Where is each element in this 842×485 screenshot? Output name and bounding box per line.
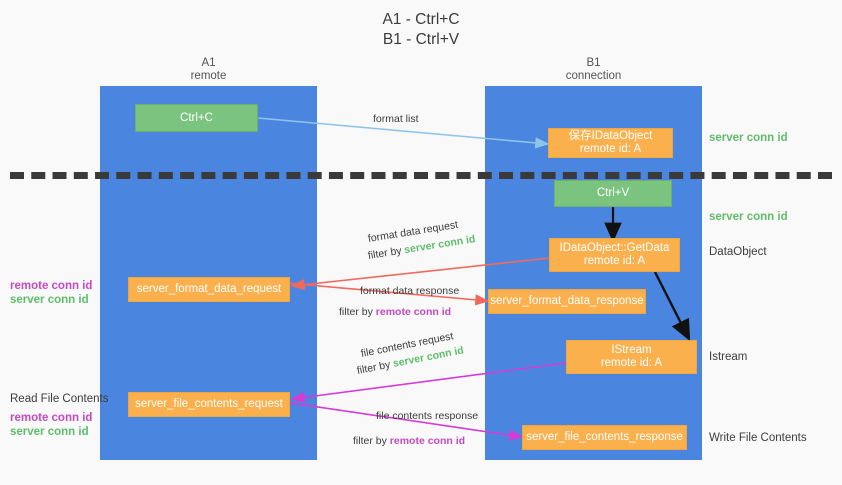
lane-header-b1-name: B1 (586, 57, 601, 69)
box-server-format-data-request-label: server_format_data_request (136, 283, 282, 295)
edge-label-file-contents-response: file contents response (376, 410, 479, 422)
label-server-conn-id-1: server conn id (10, 294, 89, 306)
phase-divider (10, 172, 832, 179)
box-idataobject-getdata[interactable]: IDataObject::GetData remote id: A (549, 238, 680, 272)
filter-prefix-2: filter by (339, 306, 376, 318)
filter-key-2: remote conn id (375, 306, 452, 318)
filter-prefix-1: filter by (367, 244, 406, 262)
page-title: A1 - Ctrl+C B1 - Ctrl+V (0, 10, 842, 50)
box-getdata-line2: remote id: A (583, 255, 646, 267)
box-istream-line1: IStream (611, 344, 652, 356)
box-server-file-contents-response-label: server_file_contents_response (526, 431, 683, 443)
box-save-idataobject-line2: remote id: A (579, 143, 642, 155)
label-read-file-contents: Read File Contents (10, 393, 109, 405)
box-server-format-data-response[interactable]: server_format_data_response (488, 289, 646, 314)
edge-label-format-list: format list (373, 113, 419, 125)
label-remote-conn-id-2: remote conn id (10, 412, 93, 424)
edge-label-format-data-response-filter: filter by remote conn id (339, 305, 451, 319)
box-istream-line2: remote id: A (600, 357, 663, 369)
label-write-file-contents: Write File Contents (709, 432, 807, 444)
title-line-1: A1 - Ctrl+C (382, 11, 460, 28)
box-getdata-line1: IDataObject::GetData (559, 242, 670, 254)
label-istream: Istream (709, 351, 748, 363)
lane-header-a1-sub: remote (190, 70, 227, 82)
edge-label-file-contents-response-filter: filter by remote conn id (353, 434, 465, 448)
lane-header-b1: B1 connection (485, 57, 702, 83)
label-server-conn-id-top: server conn id (709, 132, 788, 144)
box-ctrl-c[interactable]: Ctrl+C (135, 104, 258, 132)
box-ctrl-v-label: Ctrl+V (596, 187, 630, 199)
box-server-format-data-response-label: server_format_data_response (490, 295, 644, 307)
lane-header-a1: A1 remote (100, 57, 317, 83)
label-dataobject: DataObject (709, 246, 767, 258)
filter-key-4: remote conn id (389, 435, 466, 447)
box-save-idataobject[interactable]: 保存IDataObject remote id: A (548, 128, 673, 158)
label-remote-conn-id-1: remote conn id (10, 280, 93, 292)
edge-label-format-data-response: format data response (360, 285, 460, 297)
box-server-format-data-request[interactable]: server_format_data_request (128, 277, 290, 302)
label-server-conn-id-mid: server conn id (709, 211, 788, 223)
box-server-file-contents-request[interactable]: server_file_contents_request (128, 392, 290, 417)
lane-header-a1-name: A1 (201, 57, 216, 69)
title-line-2: B1 - Ctrl+V (382, 31, 460, 48)
box-ctrl-v[interactable]: Ctrl+V (554, 180, 672, 207)
box-istream[interactable]: IStream remote id: A (566, 340, 697, 374)
box-save-idataobject-line1: 保存IDataObject (568, 130, 653, 142)
box-ctrl-c-label: Ctrl+C (180, 111, 213, 124)
lane-header-b1-sub: connection (565, 70, 622, 82)
label-server-conn-id-2: server conn id (10, 426, 89, 438)
filter-prefix-4: filter by (353, 435, 390, 447)
box-server-file-contents-request-label: server_file_contents_request (135, 398, 283, 410)
box-server-file-contents-response[interactable]: server_file_contents_response (522, 425, 687, 450)
